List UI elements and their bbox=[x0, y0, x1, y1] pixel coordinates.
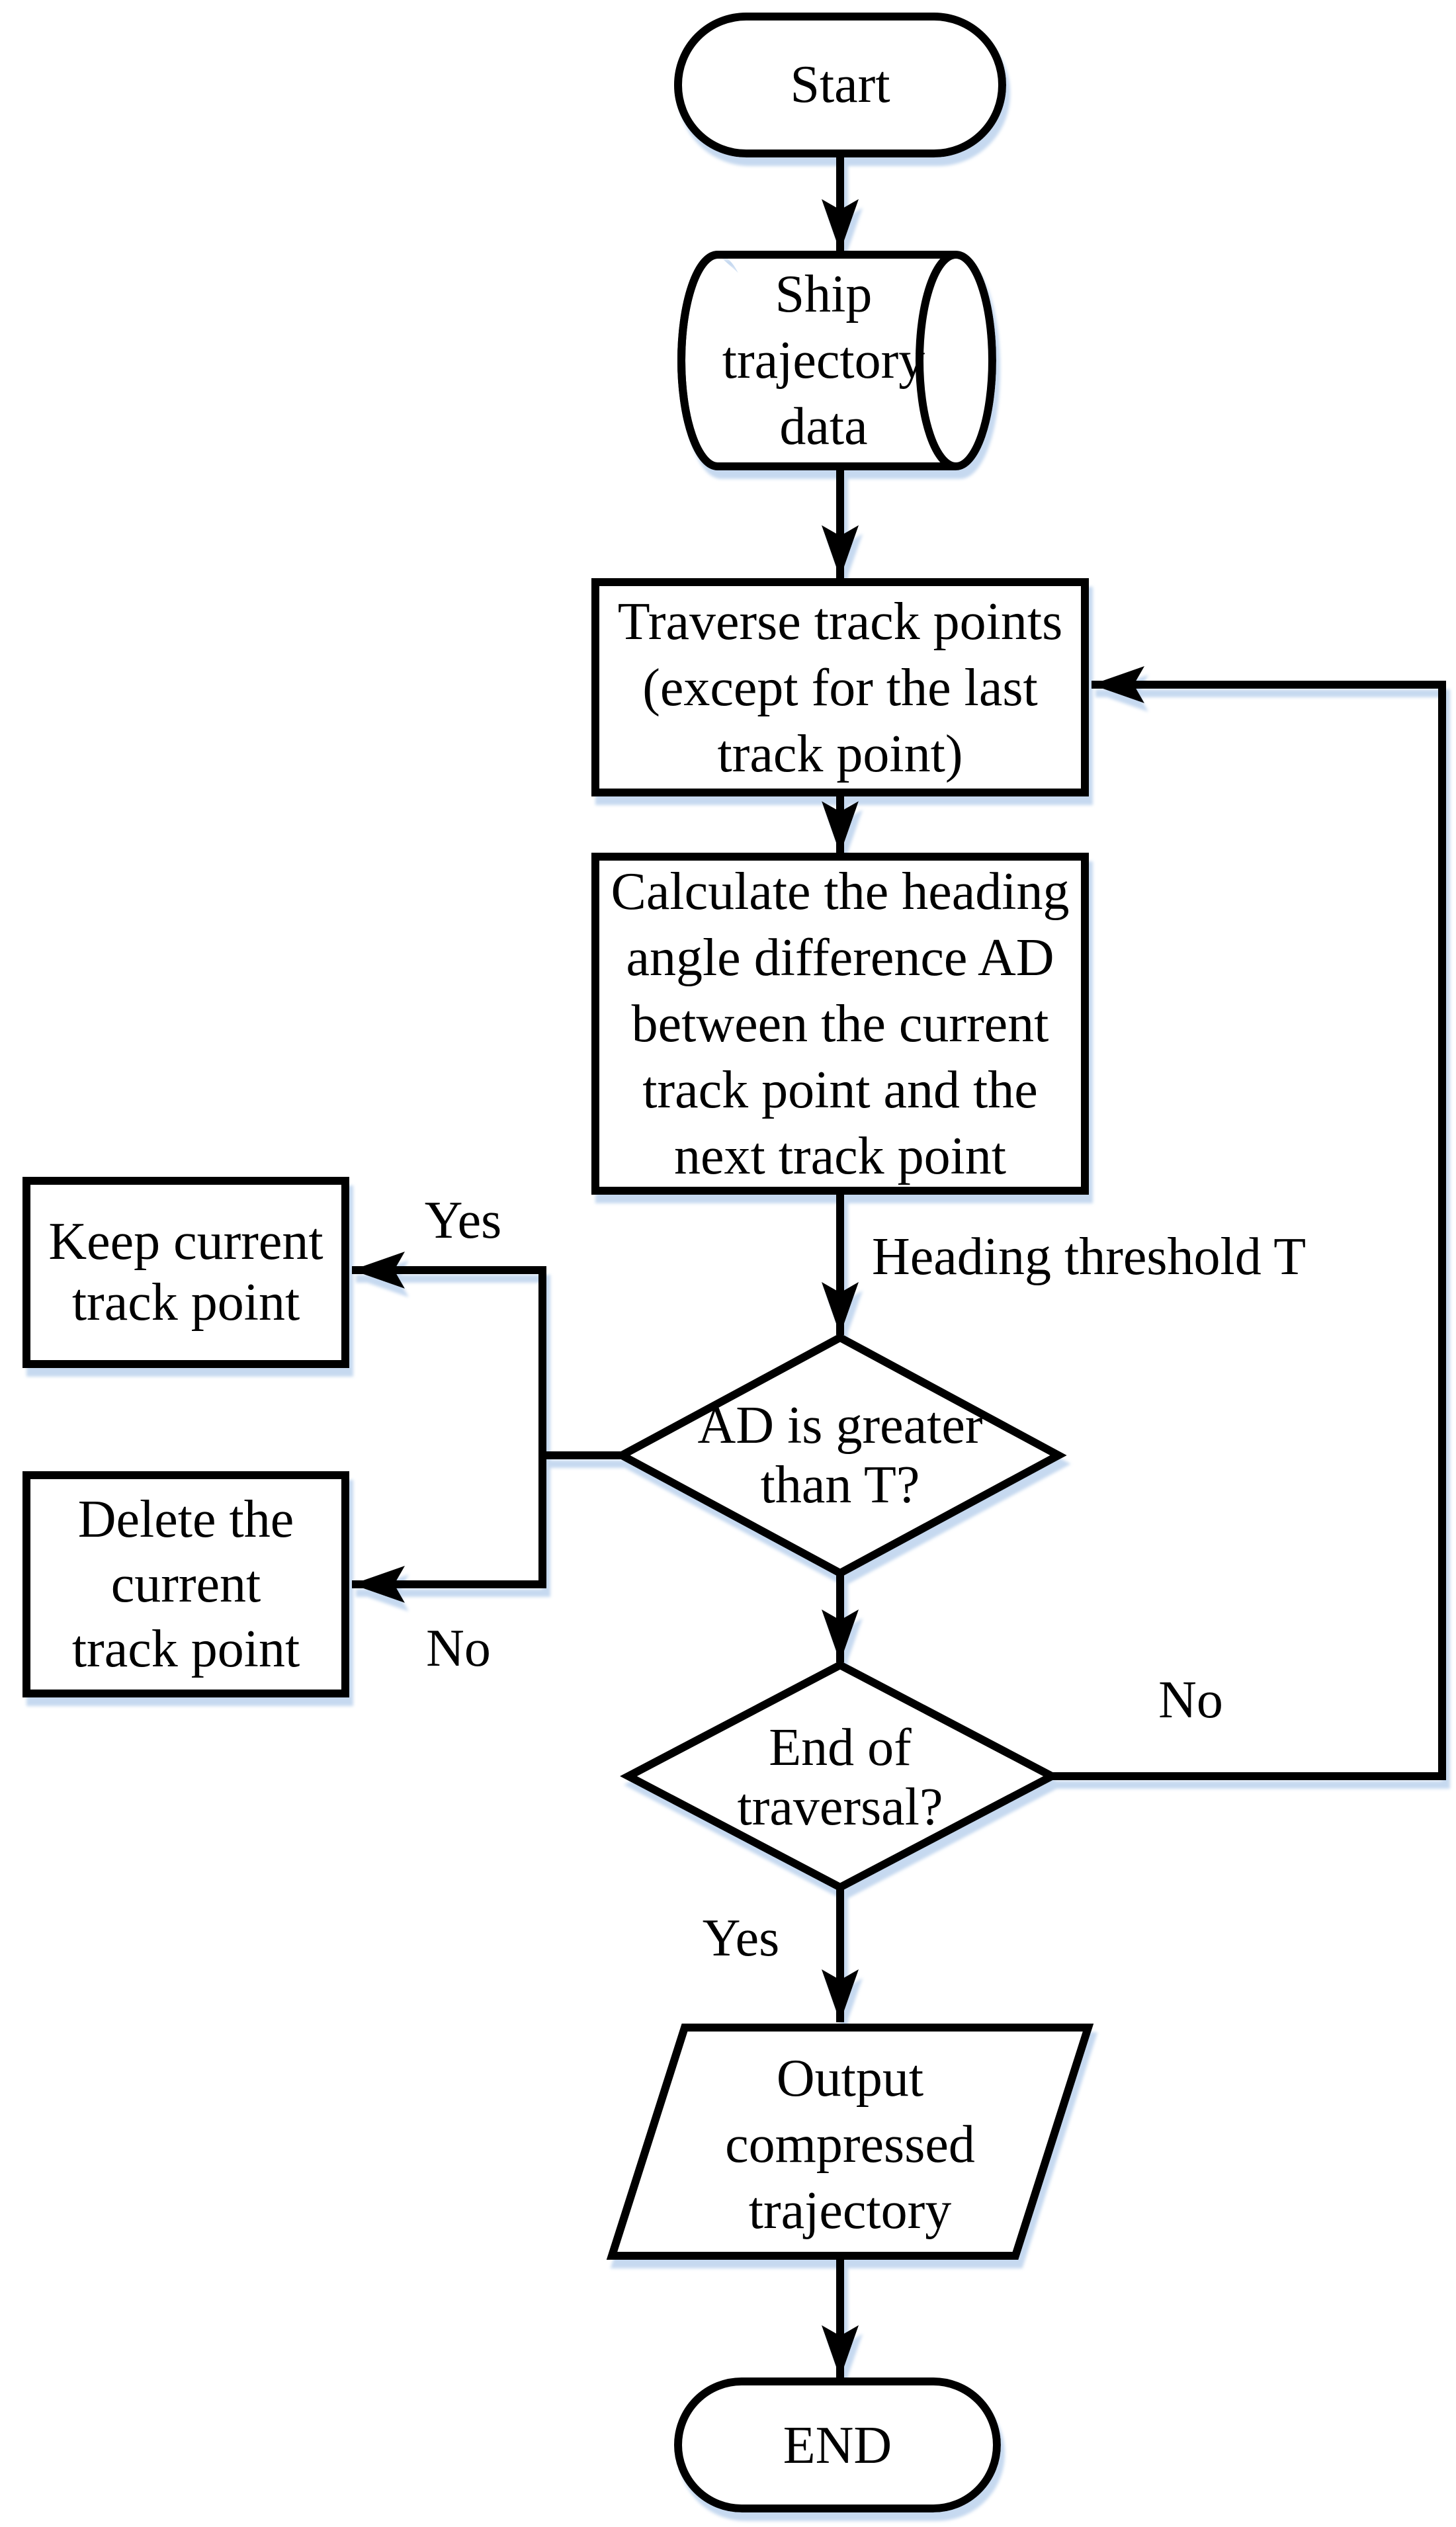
output-label-line3: trajectory bbox=[748, 2182, 952, 2240]
calculate-label-line3: between the current bbox=[631, 995, 1049, 1053]
calculate-label-line5: next track point bbox=[673, 1127, 1007, 1185]
end-terminator-shape bbox=[674, 2377, 1001, 2512]
ad-decision-label-line1: AD is greater bbox=[697, 1396, 983, 1455]
heading-threshold-edge-label: Heading threshold T bbox=[872, 1228, 1306, 1286]
keep-label-line2: track point bbox=[71, 1273, 300, 1332]
yes-output-edge-label: Yes bbox=[702, 1909, 780, 1967]
end-traversal-diamond-shape bbox=[620, 1660, 1060, 1892]
output-label-line2: compressed bbox=[725, 2116, 975, 2174]
end-traversal-label-line1: End of bbox=[769, 1719, 912, 1777]
traverse-label-line1: Traverse track points bbox=[617, 593, 1063, 651]
arrow-yes-to-keep bbox=[352, 1252, 622, 1459]
delete-label-line1: Delete the bbox=[77, 1490, 294, 1549]
delete-label-line2: current bbox=[110, 1555, 261, 1613]
end-label: END bbox=[783, 2417, 892, 2475]
delete-process-shape bbox=[22, 1471, 349, 1697]
delete-label-line3: track point bbox=[71, 1620, 300, 1678]
calculate-label-line4: track point and the bbox=[642, 1061, 1038, 1119]
calculate-process-shape bbox=[591, 853, 1089, 1195]
ad-decision-label-line2: than T? bbox=[760, 1456, 920, 1514]
keep-process-shape bbox=[22, 1177, 349, 1368]
arrow-no-loop-to-traverse bbox=[1052, 666, 1446, 1780]
output-parallelogram-shape bbox=[606, 2024, 1094, 2260]
end-traversal-label-line2: traversal? bbox=[737, 1778, 943, 1836]
start-label: Start bbox=[790, 56, 890, 114]
no-loop-edge-label: No bbox=[1158, 1671, 1223, 1729]
start-terminator-shape bbox=[674, 13, 1006, 157]
ship-data-label-line1: Ship bbox=[775, 265, 873, 323]
traverse-label-line2: (except for the last bbox=[642, 659, 1038, 717]
yes-keep-edge-label: Yes bbox=[424, 1191, 502, 1250]
calculate-label-line2: angle difference AD bbox=[626, 929, 1054, 987]
no-delete-edge-label: No bbox=[426, 1619, 491, 1678]
ad-decision-diamond-shape bbox=[613, 1333, 1067, 1578]
output-label-line1: Output bbox=[776, 2049, 924, 2108]
arrow-no-to-delete bbox=[352, 1455, 546, 1603]
traverse-process-shape bbox=[591, 578, 1089, 796]
stored-data-cylinder-shape bbox=[677, 251, 996, 470]
calculate-label-line1: Calculate the heading bbox=[611, 863, 1070, 921]
keep-label-line1: Keep current bbox=[48, 1213, 323, 1271]
traverse-label-line3: track point) bbox=[717, 725, 963, 783]
ship-data-label-line3: data bbox=[779, 398, 868, 456]
ship-data-label-line2: trajectory bbox=[722, 331, 925, 390]
